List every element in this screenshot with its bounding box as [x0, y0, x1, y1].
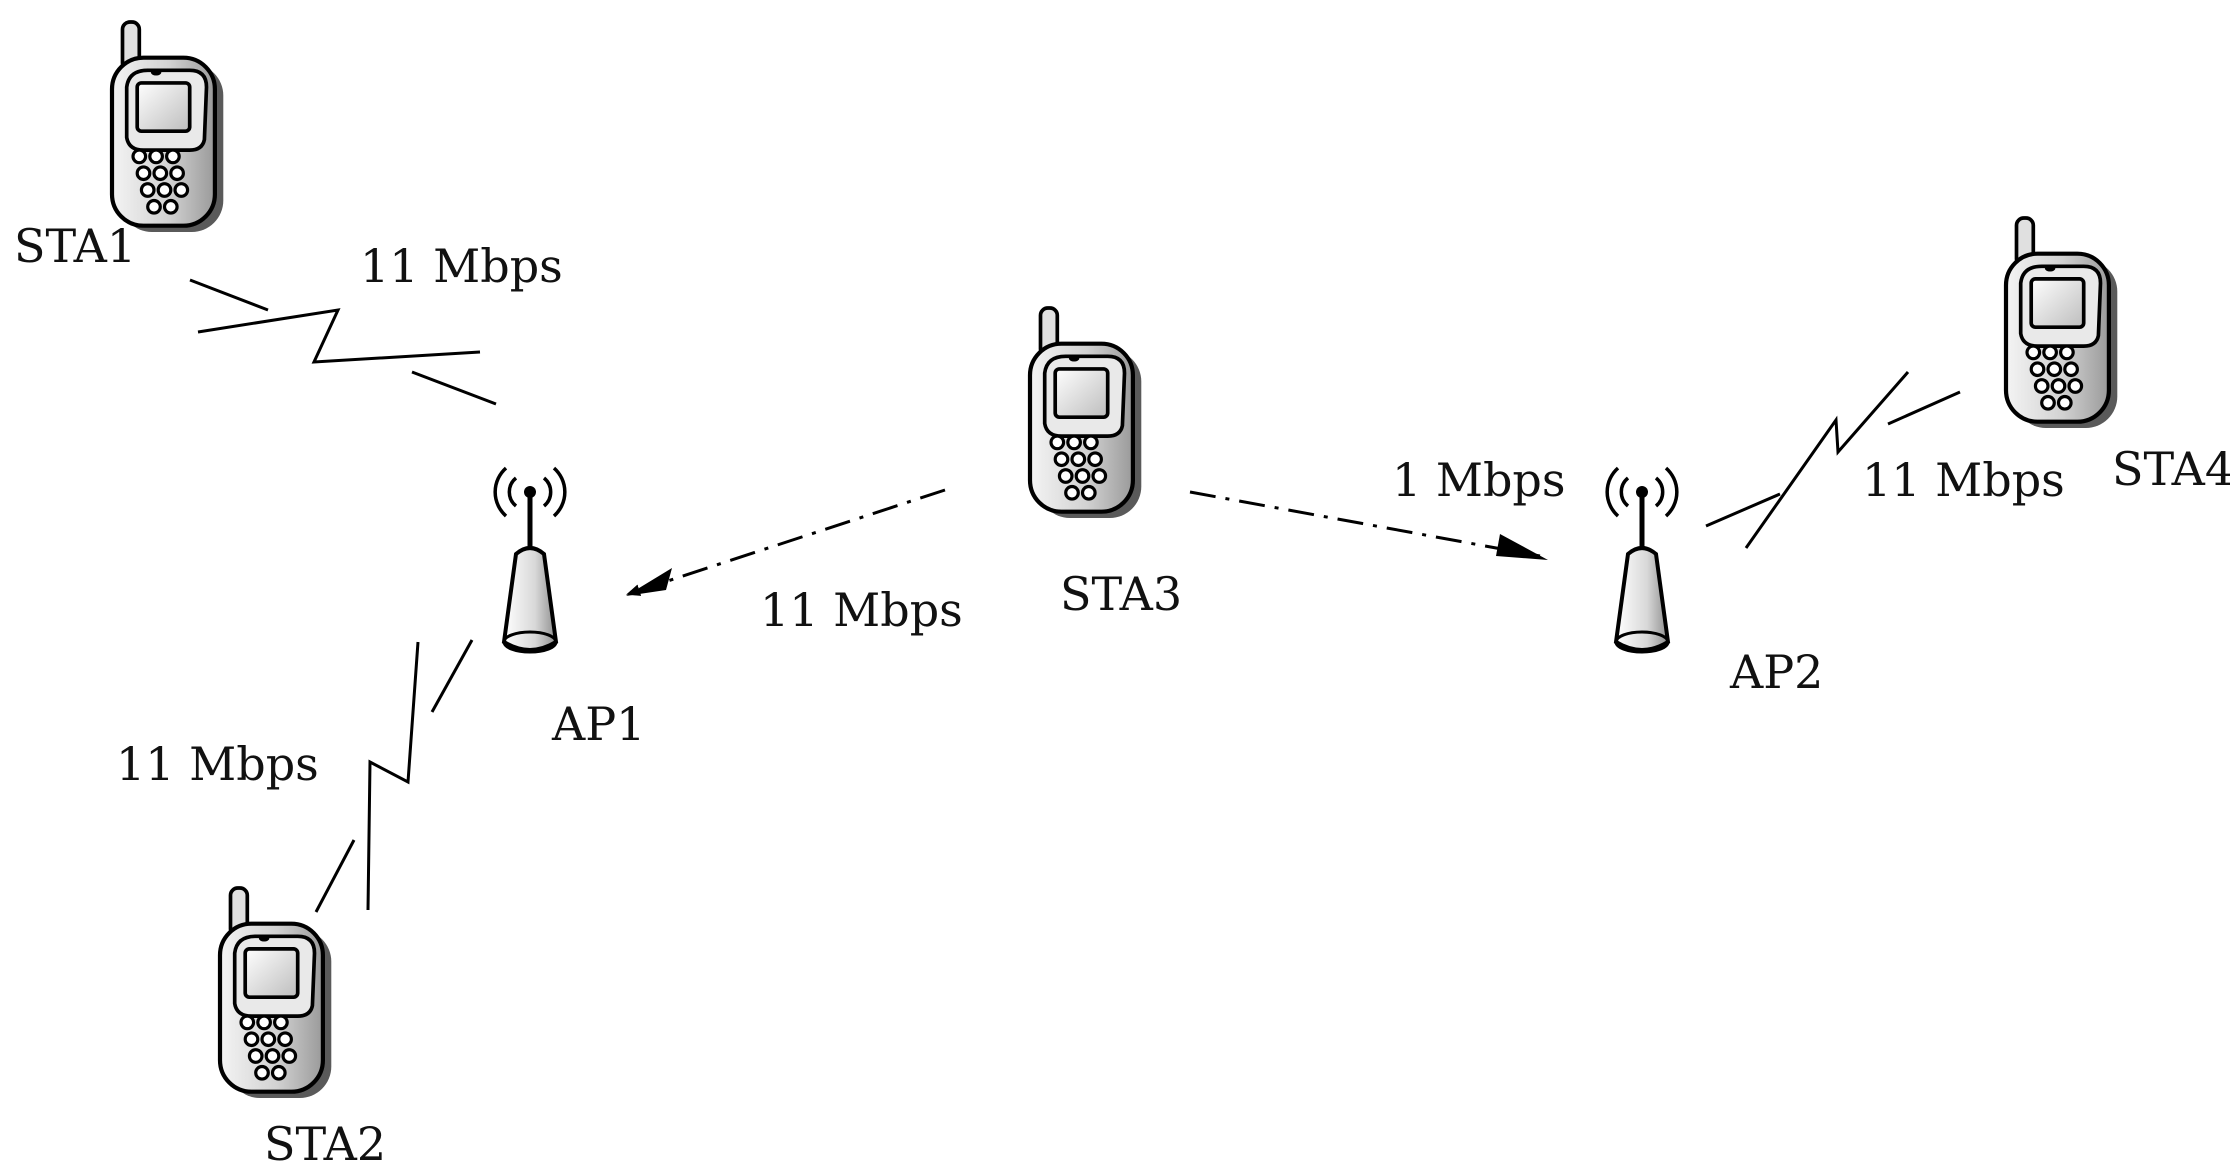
ap1-label: AP1 — [551, 697, 645, 751]
access-point-icon — [1607, 468, 1677, 652]
mobile-phone-icon — [1030, 308, 1141, 518]
wireless-link-line — [1705, 492, 1781, 528]
link-sta4-ap2: 11 Mbps — [1705, 371, 2065, 549]
wireless-zigzag — [197, 308, 481, 364]
link-rate-label: 11 Mbps — [1862, 453, 2065, 507]
wireless-link-line — [430, 639, 474, 713]
sta3-node: STA3 — [1030, 308, 1182, 621]
sta3-label: STA3 — [1060, 567, 1182, 621]
mobile-phone-icon — [112, 22, 223, 232]
sta4-label: STA4 — [2112, 442, 2230, 496]
link-rate-label: 11 Mbps — [760, 583, 963, 637]
sta2-node: STA2 — [220, 888, 386, 1171]
link-sta3-ap2: 1 Mbps — [1189, 453, 1566, 560]
access-point-icon — [495, 468, 565, 652]
link-rate-label: 1 Mbps — [1392, 453, 1566, 507]
dash-dot-arrow — [1189, 490, 1541, 558]
link-sta2-ap1: 11 Mbps — [116, 639, 474, 913]
wireless-link-line — [314, 839, 356, 913]
ap1-node: AP1 — [495, 468, 645, 751]
link-rate-label: 11 Mbps — [360, 239, 563, 293]
arrow-head — [1496, 534, 1548, 560]
link-sta3-ap1: 11 Mbps — [626, 488, 963, 637]
sta2-label: STA2 — [264, 1117, 386, 1171]
wireless-link-line — [189, 278, 269, 312]
dash-dot-arrow — [626, 488, 946, 596]
link-rate-label: 11 Mbps — [116, 737, 319, 791]
link-sta1-ap1: 11 Mbps — [189, 239, 563, 406]
ap2-node: AP2 — [1607, 468, 1823, 699]
wireless-zigzag — [1744, 371, 1910, 549]
wireless-link-line — [411, 370, 497, 406]
arrow-head — [626, 568, 672, 596]
sta4-node: STA4 — [2006, 218, 2230, 496]
sta1-node: STA1 — [14, 22, 223, 273]
wireless-zigzag — [366, 641, 420, 911]
mobile-phone-icon — [2006, 218, 2117, 428]
mobile-phone-icon — [220, 888, 331, 1098]
sta1-label: STA1 — [14, 219, 136, 273]
wireless-link-line — [1887, 390, 1961, 426]
ap2-label: AP2 — [1729, 645, 1823, 699]
